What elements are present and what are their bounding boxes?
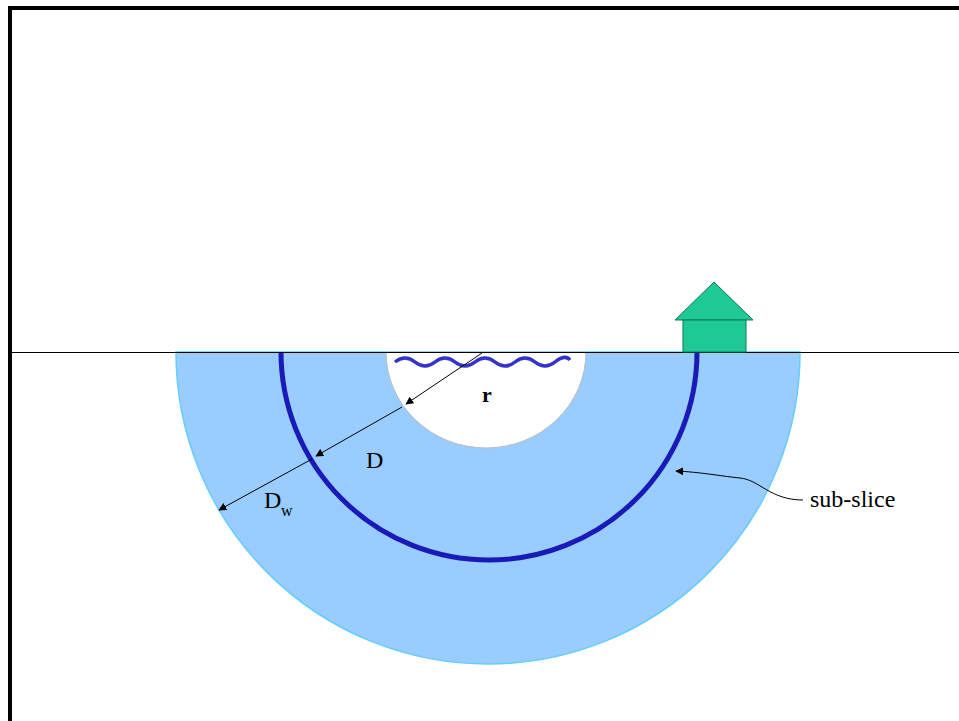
depth-label: D: [366, 448, 383, 472]
house-roof: [675, 282, 753, 320]
subscript-label: w: [281, 503, 293, 519]
d-leader: [316, 407, 402, 456]
sub-slice-leader: [676, 471, 803, 500]
radius-label: r: [482, 384, 492, 406]
radius-leader: [406, 353, 482, 404]
water-surface: [395, 357, 570, 366]
influence-zone: [176, 352, 800, 664]
well-cavity: [386, 352, 586, 448]
well-depth-label: D: [264, 488, 281, 512]
frame-top: [8, 6, 959, 10]
sub-slice-arc: [281, 352, 697, 560]
frame-left: [8, 6, 12, 721]
ground-line: [10, 352, 959, 353]
house-body: [683, 320, 746, 352]
sub-slice-label: sub-slice: [810, 487, 895, 511]
